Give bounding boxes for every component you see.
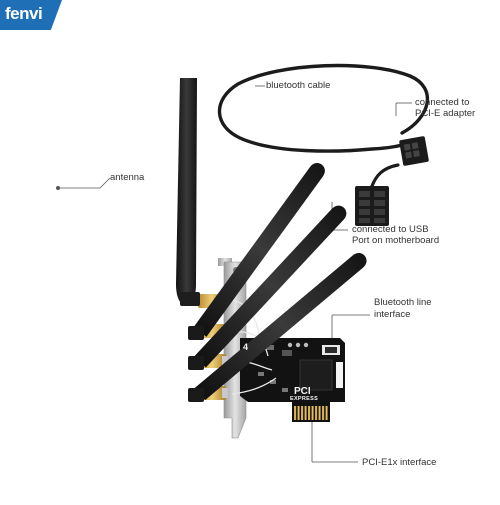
label-usb-line2: Port on motherboard — [352, 235, 440, 246]
pcie-adapter-connector — [399, 136, 429, 166]
leader-lines — [58, 85, 412, 463]
label-antenna: antenna — [110, 172, 145, 183]
bluetooth-cable-tail — [370, 163, 400, 188]
label-usb-line1: connected to USB — [352, 224, 429, 235]
usb-header-connector — [355, 186, 389, 226]
label-pcie-adapter-line2: PCI-E adapter — [415, 108, 476, 119]
watermark-text: fenvi — [130, 316, 162, 333]
pcie-card-board — [240, 338, 345, 422]
label-bt-interface-line1: Bluetooth line — [374, 297, 432, 308]
bluetooth-cable — [217, 63, 430, 153]
brand-logo-text: fenvi — [5, 4, 43, 23]
brand-logo — [0, 0, 62, 30]
pci-marking: PCI — [294, 386, 311, 397]
port-number-marking: 4 — [243, 342, 249, 352]
label-bluetooth-cable: bluetooth cable — [266, 80, 331, 91]
express-marking: EXPRESS — [290, 396, 319, 402]
antennas — [176, 78, 367, 402]
label-pcie-interface: PCI-E1x interface — [362, 457, 437, 468]
label-pcie-adapter-line1: connected to — [415, 97, 470, 108]
label-bt-interface-line2: interface — [374, 309, 411, 320]
